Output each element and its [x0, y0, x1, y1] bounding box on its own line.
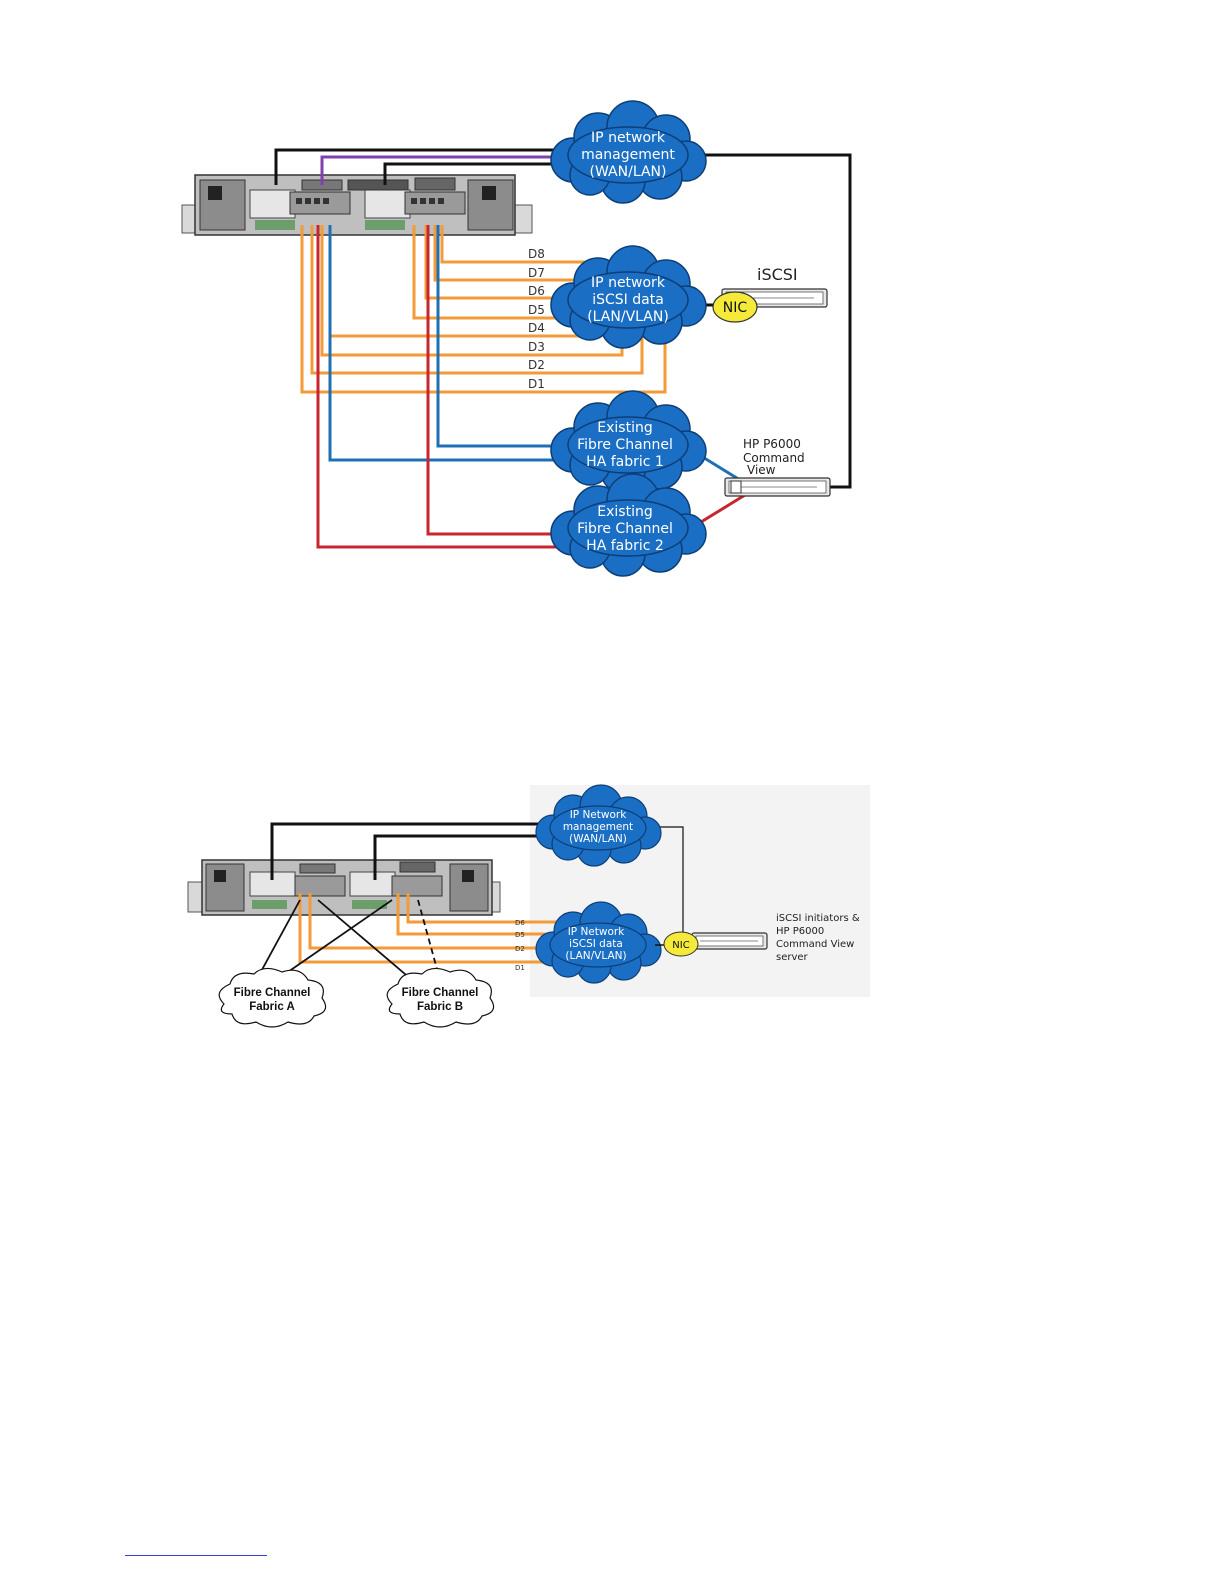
line-d5 — [412, 225, 570, 320]
svg-text:server: server — [776, 952, 809, 963]
svg-text:(WAN/LAN): (WAN/LAN) — [590, 164, 667, 180]
svg-text:Fibre Channel: Fibre Channel — [577, 437, 673, 453]
d-label: D4 — [528, 321, 545, 335]
nic-badge: NIC — [712, 291, 758, 323]
svg-text:Fabric B: Fabric B — [417, 1001, 463, 1013]
d-label-group-bottom: D6 D5 D2 D1 — [515, 919, 525, 972]
iscsi-server: iSCSI — [721, 265, 828, 308]
fc-lines-bottom — [251, 899, 441, 989]
line-d6 — [424, 225, 580, 300]
svg-text:Command: Command — [743, 451, 805, 465]
line-d1 — [300, 225, 667, 394]
line-d6 — [406, 893, 565, 924]
svg-text:HP P6000: HP P6000 — [743, 437, 801, 451]
svg-text:(LAN/VLAN): (LAN/VLAN) — [565, 950, 626, 962]
line-d1 — [298, 893, 545, 964]
d-label: D6 — [528, 284, 545, 298]
svg-text:NIC: NIC — [672, 940, 689, 951]
svg-text:Fibre Channel: Fibre Channel — [234, 987, 311, 999]
cloud-mgmt-bottom: IP Network management (WAN/LAN) — [535, 784, 662, 867]
svg-text:NIC: NIC — [723, 300, 748, 316]
cloud-fc-fabric-2: Existing Fibre Channel HA fabric 2 — [550, 473, 707, 577]
footer-link-underline[interactable] — [125, 1555, 267, 1556]
svg-text:iSCSI initiators &: iSCSI initiators & — [776, 913, 860, 924]
line-d2 — [308, 893, 545, 950]
svg-text:IP network: IP network — [591, 130, 666, 146]
svg-text:management: management — [581, 147, 675, 163]
storage-enclosure-bottom — [187, 859, 501, 916]
svg-text:iSCSI data: iSCSI data — [569, 938, 623, 950]
cloud-fc-fabric-a: Fibre Channel Fabric A — [218, 967, 327, 1028]
line-d5 — [396, 893, 545, 936]
iscsi-data-lines-bottom — [298, 893, 565, 964]
d-label: D6 — [515, 919, 525, 927]
d-label: D5 — [515, 931, 525, 939]
svg-text:management: management — [563, 821, 633, 833]
d-label: D1 — [515, 964, 525, 972]
svg-text:HA fabric 1: HA fabric 1 — [586, 454, 664, 470]
command-view-server: HP P6000 Command View — [724, 437, 831, 497]
d-label: D2 — [528, 358, 545, 372]
iscsi-only-connection-diagram: D6 D5 D2 D1 IP Network management (WAN/L… — [187, 784, 870, 1028]
svg-text:Fibre Channel: Fibre Channel — [402, 987, 479, 999]
line-d7 — [433, 225, 625, 282]
svg-text:Fibre Channel: Fibre Channel — [577, 521, 673, 537]
svg-text:IP network: IP network — [591, 275, 666, 291]
server-caption: iSCSI initiators & HP P6000 Command View… — [776, 913, 860, 963]
cloud-iscsi-data: IP network iSCSI data (LAN/VLAN) — [550, 245, 707, 349]
d-label: D7 — [528, 266, 545, 280]
svg-text:HA fabric 2: HA fabric 2 — [586, 538, 664, 554]
svg-text:Existing: Existing — [597, 504, 652, 520]
svg-text:IP Network: IP Network — [568, 926, 626, 938]
cloud-fc-fabric-b: Fibre Channel Fabric B — [386, 967, 495, 1028]
storage-enclosure — [181, 174, 533, 236]
line-d2 — [310, 225, 644, 375]
cloud-mgmt: IP network management (WAN/LAN) — [550, 100, 707, 204]
svg-text:Fabric A: Fabric A — [249, 1001, 295, 1013]
management-lines — [274, 148, 852, 489]
cloud-iscsi-data-bottom: IP Network iSCSI data (LAN/VLAN) — [535, 901, 662, 984]
iscsi-label: iSCSI — [757, 265, 798, 284]
d-label: D3 — [528, 340, 545, 354]
d-label: D2 — [515, 945, 525, 953]
nic-badge-bottom: NIC — [663, 931, 699, 957]
svg-text:Existing: Existing — [597, 420, 652, 436]
cloud-fc-fabric-1: Existing Fibre Channel HA fabric 1 — [550, 390, 707, 494]
d-label-group: D8 D7 D6 D5 D4 D3 D2 D1 — [528, 247, 545, 391]
d-label: D5 — [528, 303, 545, 317]
svg-text:HP P6000: HP P6000 — [776, 926, 824, 937]
svg-text:iSCSI data: iSCSI data — [592, 292, 664, 308]
iscsi-fc-connection-diagram: D8 D7 D6 D5 D4 D3 D2 D1 IP network manag… — [181, 100, 852, 577]
mgmt-to-server-line — [650, 826, 684, 935]
svg-text:(LAN/VLAN): (LAN/VLAN) — [587, 309, 669, 325]
d-label: D8 — [528, 247, 545, 261]
svg-text:View: View — [747, 463, 776, 477]
d-label: D1 — [528, 377, 545, 391]
line-d8 — [440, 225, 630, 264]
svg-text:IP Network: IP Network — [570, 809, 628, 821]
svg-text:Command View: Command View — [776, 939, 854, 950]
management-lines-bottom — [270, 822, 545, 880]
svg-text:(WAN/LAN): (WAN/LAN) — [569, 833, 627, 845]
